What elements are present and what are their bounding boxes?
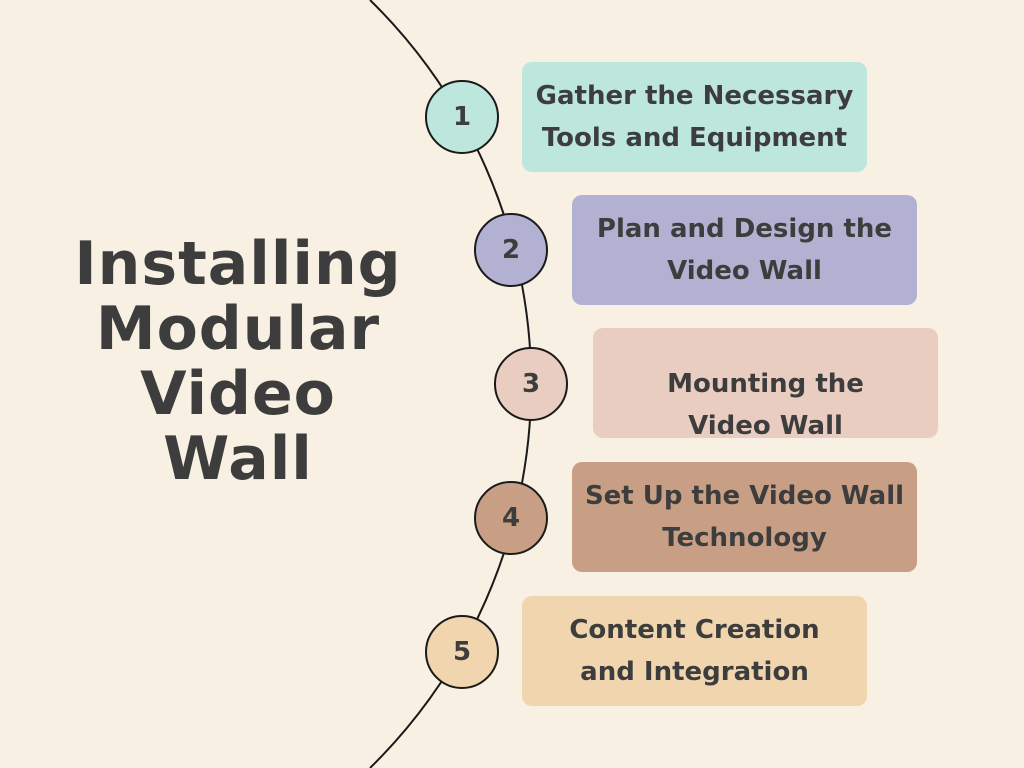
step-box-3: Mounting the Video Wall xyxy=(593,328,938,441)
title-line: Wall xyxy=(163,424,313,494)
title-line: Modular xyxy=(95,294,381,364)
page-title: Installing Modular Video Wall xyxy=(60,232,416,492)
step-label: Gather the Necessary Tools and Equipment xyxy=(535,81,854,153)
step-label: Set Up the Video Wall Technology xyxy=(584,481,905,553)
step-number-5: 5 xyxy=(425,615,499,689)
step-number-2: 2 xyxy=(474,213,548,287)
title-line: Installing xyxy=(74,229,402,299)
step-box-5: Content Creation and Integration xyxy=(522,596,867,706)
step-number-1: 1 xyxy=(425,80,499,154)
step-label: Content Creation and Integration xyxy=(569,615,820,687)
step-box-4: Set Up the Video Wall Technology xyxy=(572,462,917,572)
step-label: Mounting the Video Wall xyxy=(667,369,864,441)
step-number-3: 3 xyxy=(494,347,568,421)
step-box-2: Plan and Design the Video Wall xyxy=(572,195,917,305)
step-label: Plan and Design the Video Wall xyxy=(596,214,893,286)
step-number-4: 4 xyxy=(474,481,548,555)
title-line: Video xyxy=(140,359,336,429)
step-box-1: Gather the Necessary Tools and Equipment xyxy=(522,62,867,172)
